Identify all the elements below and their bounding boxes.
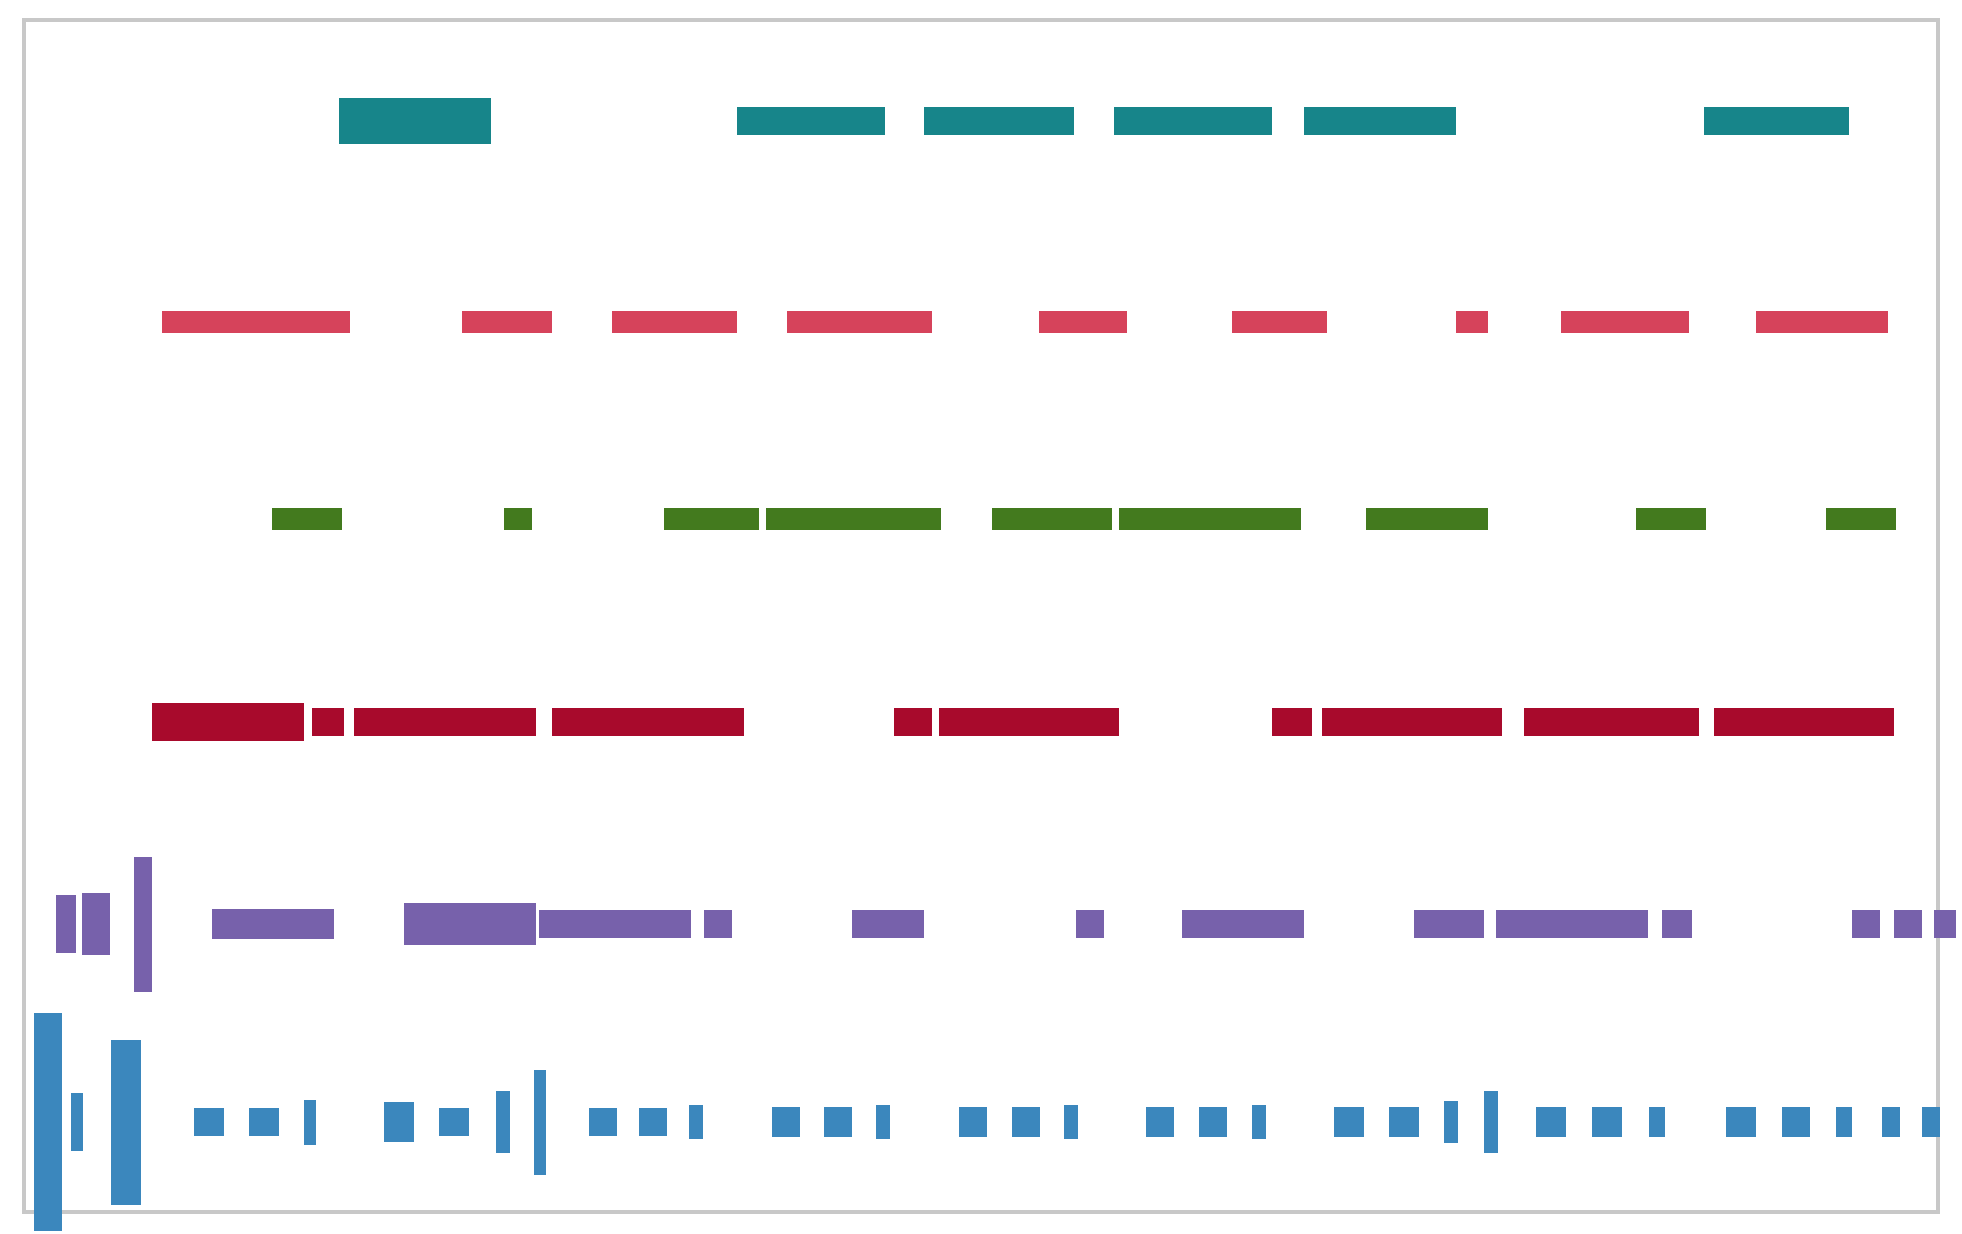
bar-segment[interactable] bbox=[1934, 910, 1956, 938]
bar-segment[interactable] bbox=[1536, 1107, 1566, 1137]
bar-segment[interactable] bbox=[404, 903, 536, 945]
bar-segment[interactable] bbox=[772, 1107, 800, 1137]
plot-frame bbox=[22, 18, 1956, 1231]
series-5-row bbox=[26, 22, 1956, 1210]
bar-segment[interactable] bbox=[824, 1107, 852, 1137]
bar-segment[interactable] bbox=[1146, 1107, 1174, 1137]
bar-segment[interactable] bbox=[1882, 1107, 1900, 1137]
bar-segment[interactable] bbox=[1322, 708, 1502, 736]
bar-segment[interactable] bbox=[496, 1091, 510, 1153]
bar-segment[interactable] bbox=[71, 1093, 83, 1151]
bar-segment[interactable] bbox=[1894, 910, 1922, 938]
bar-segment[interactable] bbox=[894, 708, 932, 736]
bar-segment[interactable] bbox=[924, 107, 1074, 135]
bar-segment[interactable] bbox=[304, 1099, 316, 1145]
series-2-row bbox=[26, 22, 1936, 1210]
bar-segment[interactable] bbox=[111, 1039, 141, 1205]
bar-segment[interactable] bbox=[1389, 1107, 1419, 1137]
bar-segment[interactable] bbox=[1662, 910, 1692, 938]
bar-segment[interactable] bbox=[737, 107, 885, 135]
bar-segment[interactable] bbox=[56, 895, 76, 953]
bar-segment[interactable] bbox=[539, 910, 691, 938]
bar-segment[interactable] bbox=[704, 910, 732, 938]
bar-segment[interactable] bbox=[1182, 910, 1304, 938]
bar-segment[interactable] bbox=[939, 708, 1119, 736]
bar-segment[interactable] bbox=[1852, 910, 1880, 938]
bar-segment[interactable] bbox=[34, 1013, 62, 1231]
series-1-row bbox=[26, 22, 1936, 1210]
bar-segment[interactable] bbox=[1561, 311, 1689, 333]
bar-segment[interactable] bbox=[1704, 107, 1849, 135]
bar-segment[interactable] bbox=[504, 508, 532, 530]
bar-segment[interactable] bbox=[534, 1069, 546, 1175]
bar-segment[interactable] bbox=[1012, 1107, 1040, 1137]
bar-segment[interactable] bbox=[612, 311, 737, 333]
bar-segment[interactable] bbox=[312, 708, 344, 736]
bar-segment[interactable] bbox=[1199, 1107, 1227, 1137]
bar-segment[interactable] bbox=[1826, 508, 1896, 530]
bar-segment[interactable] bbox=[689, 1105, 703, 1139]
bar-segment[interactable] bbox=[1444, 1101, 1458, 1143]
bar-segment[interactable] bbox=[876, 1105, 890, 1139]
bar-segment[interactable] bbox=[1414, 910, 1484, 938]
bar-segment[interactable] bbox=[1496, 910, 1648, 938]
bar-segment[interactable] bbox=[766, 508, 941, 530]
bar-segment[interactable] bbox=[852, 910, 924, 938]
bar-segment[interactable] bbox=[384, 1102, 414, 1142]
bar-segment[interactable] bbox=[992, 508, 1112, 530]
bar-segment[interactable] bbox=[664, 508, 759, 530]
bar-segment[interactable] bbox=[1272, 708, 1312, 736]
series-3-row bbox=[26, 22, 1936, 1210]
bar-segment[interactable] bbox=[1714, 708, 1894, 736]
bar-segment[interactable] bbox=[194, 1108, 224, 1136]
bar-segment[interactable] bbox=[1334, 1107, 1364, 1137]
bar-segment[interactable] bbox=[1726, 1107, 1756, 1137]
bar-segment[interactable] bbox=[1039, 311, 1127, 333]
series-6-row bbox=[26, 22, 1940, 1231]
bar-segment[interactable] bbox=[249, 1108, 279, 1136]
bar-segment[interactable] bbox=[1304, 107, 1456, 135]
bar-segment[interactable] bbox=[462, 311, 552, 333]
bar-segment[interactable] bbox=[1366, 508, 1488, 530]
bar-segment[interactable] bbox=[354, 708, 536, 736]
bar-segment[interactable] bbox=[1782, 1107, 1810, 1137]
bar-segment[interactable] bbox=[1524, 708, 1699, 736]
bar-segment[interactable] bbox=[152, 703, 304, 741]
bar-segment[interactable] bbox=[439, 1108, 469, 1136]
bar-segment[interactable] bbox=[639, 1108, 667, 1136]
bar-segment[interactable] bbox=[1484, 1091, 1498, 1153]
series-layer bbox=[26, 22, 1956, 1231]
bar-segment[interactable] bbox=[589, 1108, 617, 1136]
bar-segment[interactable] bbox=[787, 311, 932, 333]
bar-segment[interactable] bbox=[1119, 508, 1301, 530]
bar-segment[interactable] bbox=[1076, 910, 1104, 938]
bar-segment[interactable] bbox=[1114, 107, 1272, 135]
bar-segment[interactable] bbox=[1649, 1107, 1665, 1137]
bar-segment[interactable] bbox=[1756, 311, 1888, 333]
bar-segment[interactable] bbox=[272, 508, 342, 530]
bar-segment[interactable] bbox=[552, 708, 744, 736]
bar-segment[interactable] bbox=[212, 909, 334, 939]
bar-segment[interactable] bbox=[1836, 1107, 1852, 1137]
bar-segment[interactable] bbox=[162, 311, 350, 333]
bar-segment[interactable] bbox=[1456, 311, 1488, 333]
bar-segment[interactable] bbox=[1252, 1105, 1266, 1139]
bar-segment[interactable] bbox=[82, 893, 110, 955]
bar-segment[interactable] bbox=[339, 98, 491, 144]
bar-segment[interactable] bbox=[1064, 1105, 1078, 1139]
bar-segment[interactable] bbox=[1232, 311, 1327, 333]
bar-segment[interactable] bbox=[959, 1107, 987, 1137]
bar-segment[interactable] bbox=[134, 856, 152, 992]
bar-segment[interactable] bbox=[1592, 1107, 1622, 1137]
bar-segment[interactable] bbox=[1636, 508, 1706, 530]
bar-segment[interactable] bbox=[1922, 1107, 1940, 1137]
series-4-row bbox=[26, 22, 1936, 1210]
